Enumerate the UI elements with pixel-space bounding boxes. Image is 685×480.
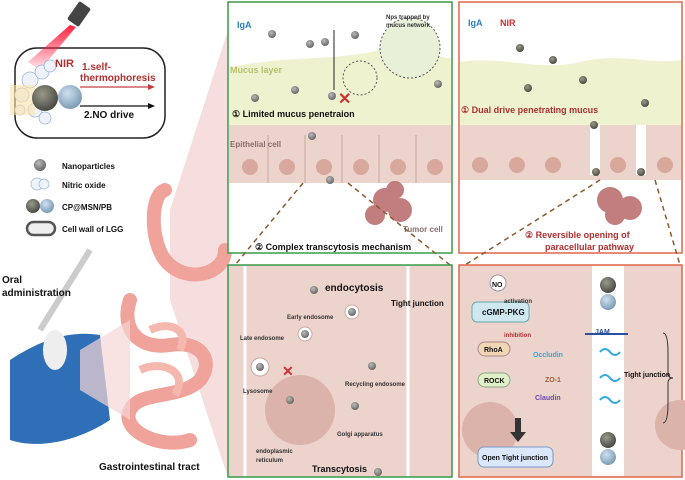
panel-tight-junction: NO activation cGMP-PKG inhibition RhoA R… (458, 264, 685, 478)
nir-beam (28, 25, 76, 70)
rock-label: ROCK (484, 378, 505, 385)
tight-junction-label: Tight junction (391, 299, 444, 308)
iga-label: IgA (237, 20, 252, 30)
drive2-label: 2.NO drive (84, 110, 134, 121)
nir-label: NIR (55, 58, 74, 70)
blocked-x-icon: ✕ (282, 363, 294, 379)
er-label-2: reticulum (256, 458, 283, 464)
tumor-cells (365, 181, 412, 225)
cp-msn-pb-particles (516, 44, 649, 176)
zoom-lines (234, 179, 681, 266)
gi-tract-label: Gastrointestinal tract (99, 462, 200, 473)
transcytosis-label: Transcytosis (312, 464, 367, 474)
syringe (37, 248, 93, 332)
limited-penetration-label: ① Limited mucus penetraion (232, 109, 355, 119)
golgi-label: Golgi apparatus (337, 432, 383, 438)
blocked-x-icon: ✕ (338, 91, 351, 108)
trapped-label-2: mucus network (386, 23, 431, 29)
open-tight-junction-label: Open Tight junction (482, 455, 548, 462)
panel-transcytosis: ✕ endocytosis Tight junction Early endos… (227, 264, 453, 478)
gi-tract-illustration (10, 183, 232, 450)
legend-label: Cell wall of LGG (62, 225, 123, 234)
complex-transcytosis-label: ② Complex transcytosis mechanism (255, 242, 411, 252)
cgmp-pkg-label: cGMP-PKG (482, 308, 525, 317)
cp-msn-pb-icon (26, 199, 54, 213)
panel-limited-penetration: ✕ IgA Nps trapped by mucus network Mucus… (227, 1, 453, 254)
paracellular-label: paracellular pathway (545, 242, 634, 252)
epithelial-label: Epithelial cell (230, 140, 281, 149)
early-endosome-label: Early endosome (287, 315, 334, 321)
drive1-label-2: thermophoresis (80, 73, 156, 84)
endocytosis-label: endocytosis (325, 283, 384, 294)
zoom-wedge (170, 30, 228, 478)
pb-shell (58, 85, 82, 109)
mouse (43, 330, 67, 370)
inhibition-label: inhibition (504, 333, 531, 339)
zo1-label: ZO-1 (545, 377, 561, 384)
zoom-circle (342, 60, 378, 96)
legend-label: CP@MSN/PB (62, 203, 112, 212)
mucus-network-inset (379, 17, 441, 79)
activation-label: activation (504, 299, 532, 305)
tumor-label: Tumor cell (403, 225, 443, 234)
cell-wall-icon (25, 220, 57, 237)
rhoa-label: RhoA (484, 347, 503, 354)
reversible-label: ② Reversible opening of (525, 230, 631, 240)
legend: Nanoparticles Nitric oxide CP@MSN/PB Cel… (25, 159, 123, 237)
er-label: endoplasmic (256, 449, 293, 455)
late-endosome-label: Late endosome (240, 336, 285, 342)
jam-label: JAM (595, 329, 610, 336)
legend-label: Nitric oxide (62, 181, 106, 190)
laser-icon (67, 1, 91, 27)
iga-label: IgA (468, 18, 483, 28)
mechanism-box: NIR 1.self- thermophoresis 2.NO drive (10, 1, 166, 139)
trapped-label: Nps trapped by (386, 15, 430, 21)
drive1-label: 1.self- (82, 62, 111, 73)
mucus-layer-label: Mucus layer (230, 65, 283, 75)
claudin-label: Claudin (535, 395, 561, 402)
cp-core (32, 85, 58, 111)
panel-dual-drive: IgA NIR ① Dual drive penetrating mucus ②… (458, 1, 683, 254)
tight-junction-label: Tight junction (624, 372, 670, 379)
administration-label: administration (2, 288, 71, 299)
oral-label: Oral (2, 275, 22, 286)
dual-drive-label: ① Dual drive penetrating mucus (461, 105, 598, 115)
lysosome-label: Lysosome (243, 389, 273, 395)
no-label: NO (492, 282, 503, 289)
legend-label: Nanoparticles (62, 162, 115, 171)
nanoparticle-icon (34, 159, 46, 171)
recycling-endosome-label: Recycling endosome (345, 382, 406, 388)
nir-label: NIR (500, 18, 516, 28)
nitric-oxide-icon (30, 177, 50, 191)
occludin-label: Occludin (533, 352, 563, 359)
